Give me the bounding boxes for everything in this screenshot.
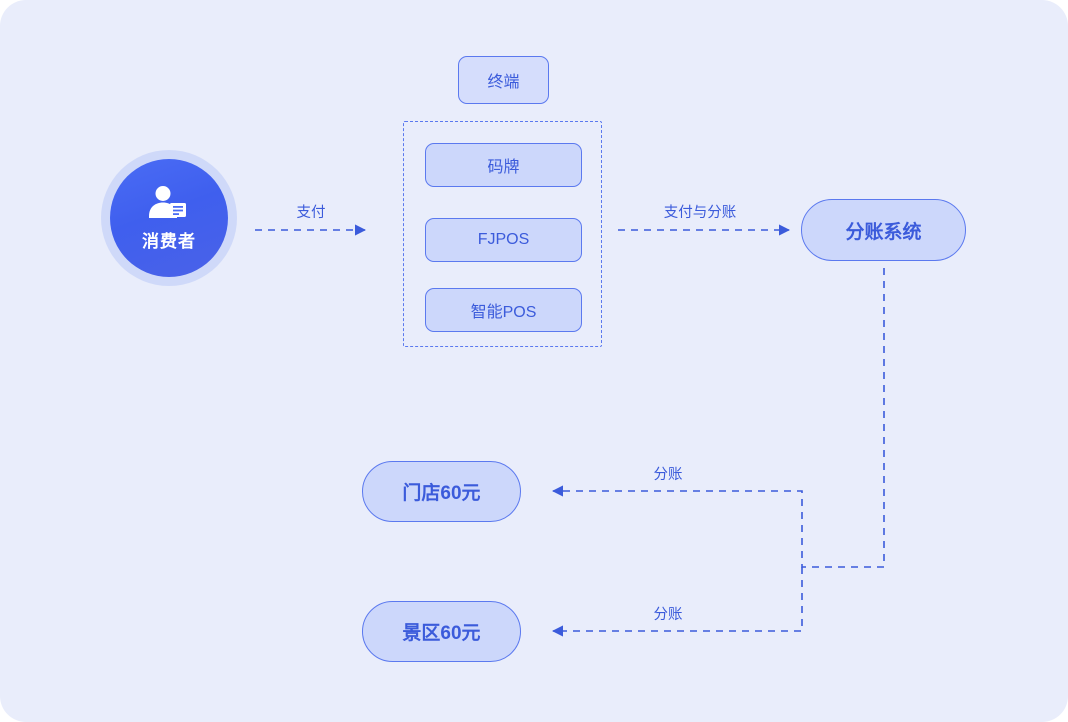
terminal-device-label: 码牌 [487, 159, 520, 176]
edge-label-pay-and-split: 支付与分账 [663, 205, 737, 221]
edge-label-split-store: 分账 [653, 467, 683, 483]
node-payee-scenic[interactable]: 景区60元 [362, 601, 521, 662]
actor-consumer-label: 消费者 [142, 231, 196, 251]
node-payee-store[interactable]: 门店60元 [362, 461, 521, 522]
terminal-device-smartpos[interactable]: 智能POS [425, 288, 582, 332]
node-payee-store-label: 门店60元 [402, 483, 481, 504]
terminal-device-fjpos[interactable]: FJPOS [425, 218, 582, 262]
user-card-icon [146, 185, 192, 221]
terminal-group-frame [403, 121, 602, 347]
terminal-device-label: FJPOS [477, 231, 530, 248]
edge-split-store [551, 268, 885, 568]
node-split-system-label: 分账系统 [845, 221, 922, 243]
terminal-header-label: 终端 [487, 74, 520, 91]
node-payee-scenic-label: 景区60元 [402, 623, 481, 644]
actor-consumer[interactable]: 消费者 [110, 159, 228, 277]
node-split-system[interactable]: 分账系统 [801, 199, 966, 261]
edge-label-split-scenic: 分账 [653, 607, 683, 623]
terminal-header-box[interactable]: 终端 [458, 56, 549, 104]
terminal-device-mapai[interactable]: 码牌 [425, 143, 582, 187]
edge-label-pay: 支付 [296, 205, 326, 221]
terminal-device-label: 智能POS [470, 304, 537, 321]
